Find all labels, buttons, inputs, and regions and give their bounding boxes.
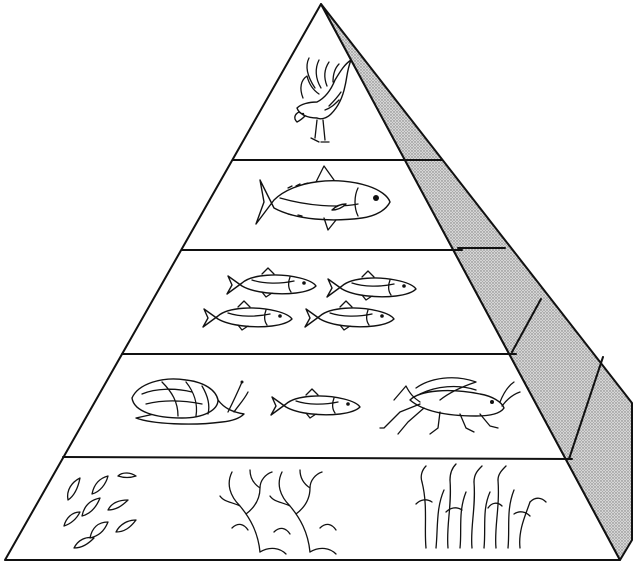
small-fish-icon	[227, 268, 316, 297]
large-fish-icon	[256, 166, 390, 230]
seaweed-icon	[220, 470, 336, 554]
grasshopper-icon	[380, 378, 520, 434]
small-fish-icon	[271, 389, 360, 418]
small-fish-icon	[327, 271, 416, 300]
algae-icon	[64, 473, 136, 548]
small-fish-icon	[203, 301, 292, 330]
grass-icon	[416, 464, 546, 548]
small-fish-icon	[305, 301, 394, 330]
snail-icon	[132, 379, 248, 424]
eagle-icon	[295, 58, 351, 142]
